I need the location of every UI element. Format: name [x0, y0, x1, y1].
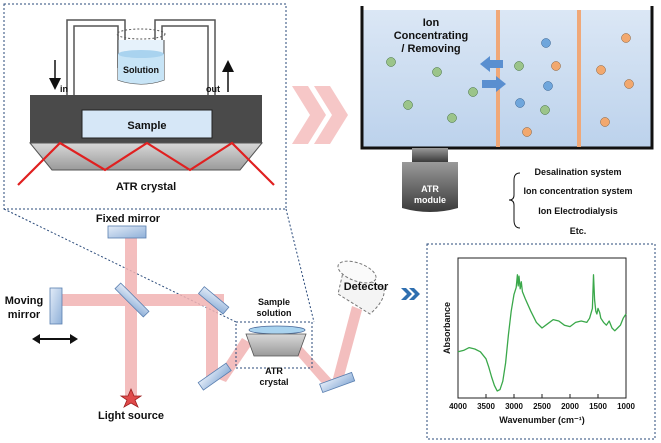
in-label: in: [60, 84, 68, 94]
ion-orange: [624, 79, 634, 89]
ion-blue: [541, 38, 551, 48]
membrane-2: [577, 10, 581, 147]
application-item: Etc.: [570, 226, 587, 236]
x-tick-label: 4000: [449, 402, 467, 411]
solution-label: Solution: [123, 65, 159, 75]
sample-label: Sample: [127, 120, 166, 132]
fixed-mirror: [107, 225, 147, 239]
ion-orange: [621, 33, 631, 43]
transport-arrow-right: [482, 76, 506, 92]
x-tick-label: 1000: [617, 402, 635, 411]
ion-green: [468, 87, 478, 97]
moving-mirror-label-line2: mirror: [8, 309, 41, 321]
sample-solution-label-line1: Sample: [258, 297, 290, 307]
ion-green: [403, 100, 413, 110]
atr-module-label-line2: module: [414, 195, 446, 205]
ion-blue: [543, 81, 553, 91]
beam-splitter: [114, 282, 150, 318]
ion-orange: [522, 127, 532, 137]
atr-module: ATR module: [402, 148, 458, 212]
out-label: out: [206, 84, 220, 94]
atr-crystal-small-label-line1: ATR: [265, 366, 283, 376]
detector-to-chart-chevrons: [401, 288, 420, 300]
x-tick-label: 2500: [533, 402, 551, 411]
light-source-star-icon: [119, 387, 143, 408]
atr-module-label-line1: ATR: [421, 184, 439, 194]
atr-cell-panel: Solution in out Sample ATR crystal: [3, 3, 287, 210]
relay-mirror: [197, 286, 230, 315]
ion-orange: [551, 61, 561, 71]
atr-crystal-small-label-line2: crystal: [259, 377, 288, 387]
x-tick-label: 1500: [589, 402, 607, 411]
x-axis-label: Wavenumber (cm⁻¹): [499, 415, 584, 425]
ion-label-line2: Concentrating: [394, 30, 469, 42]
ion-orange: [596, 65, 606, 75]
ion-label-line1: Ion: [423, 17, 440, 29]
ion-green: [540, 105, 550, 115]
ion-green: [432, 67, 442, 77]
application-item: Ion concentration system: [523, 186, 632, 196]
solution-beaker: Solution: [116, 28, 166, 85]
detector: [337, 260, 385, 315]
ion-tank: Ion Concentrating / Removing: [360, 6, 654, 150]
ion-green: [514, 61, 524, 71]
chevron-arrows: [292, 86, 348, 144]
application-list: Desalination system Ion concentration sy…: [508, 167, 633, 236]
fixed-mirror-label: Fixed mirror: [96, 213, 161, 225]
application-item: Ion Electrodialysis: [538, 206, 618, 216]
sample-chamber: [81, 109, 213, 139]
ion-orange: [600, 117, 610, 127]
detector-label: Detector: [344, 281, 389, 293]
ions: [386, 33, 634, 137]
ion-blue: [515, 98, 525, 108]
ion-green: [386, 57, 396, 67]
application-item: Desalination system: [534, 167, 621, 177]
atr-crystal: [28, 142, 264, 171]
light-source-label: Light source: [98, 410, 164, 422]
sample-solution-label-line2: solution: [257, 308, 292, 318]
atr-crystal-label: ATR crystal: [116, 181, 176, 193]
mirrors: [49, 225, 356, 394]
x-tick-label: 2000: [561, 402, 579, 411]
focusing-mirror-right: [319, 371, 356, 394]
spectrum-line: [457, 274, 627, 392]
ion-label-line3: / Removing: [401, 43, 460, 55]
ion-green: [447, 113, 457, 123]
focusing-mirror-left: [197, 362, 232, 391]
ir-beam-zigzag: [17, 141, 275, 186]
moving-mirror-label-line1: Moving: [5, 295, 44, 307]
moving-mirror: [49, 287, 63, 325]
moving-mirror-arrow: [32, 334, 78, 344]
zoom-guide-lines: [3, 208, 315, 323]
sample-cell-small: [235, 321, 313, 369]
x-tick-label: 3500: [477, 402, 495, 411]
transport-arrow-left: [480, 56, 503, 72]
y-axis-label: Absorbance: [442, 302, 452, 354]
x-tick-label: 3000: [505, 402, 523, 411]
